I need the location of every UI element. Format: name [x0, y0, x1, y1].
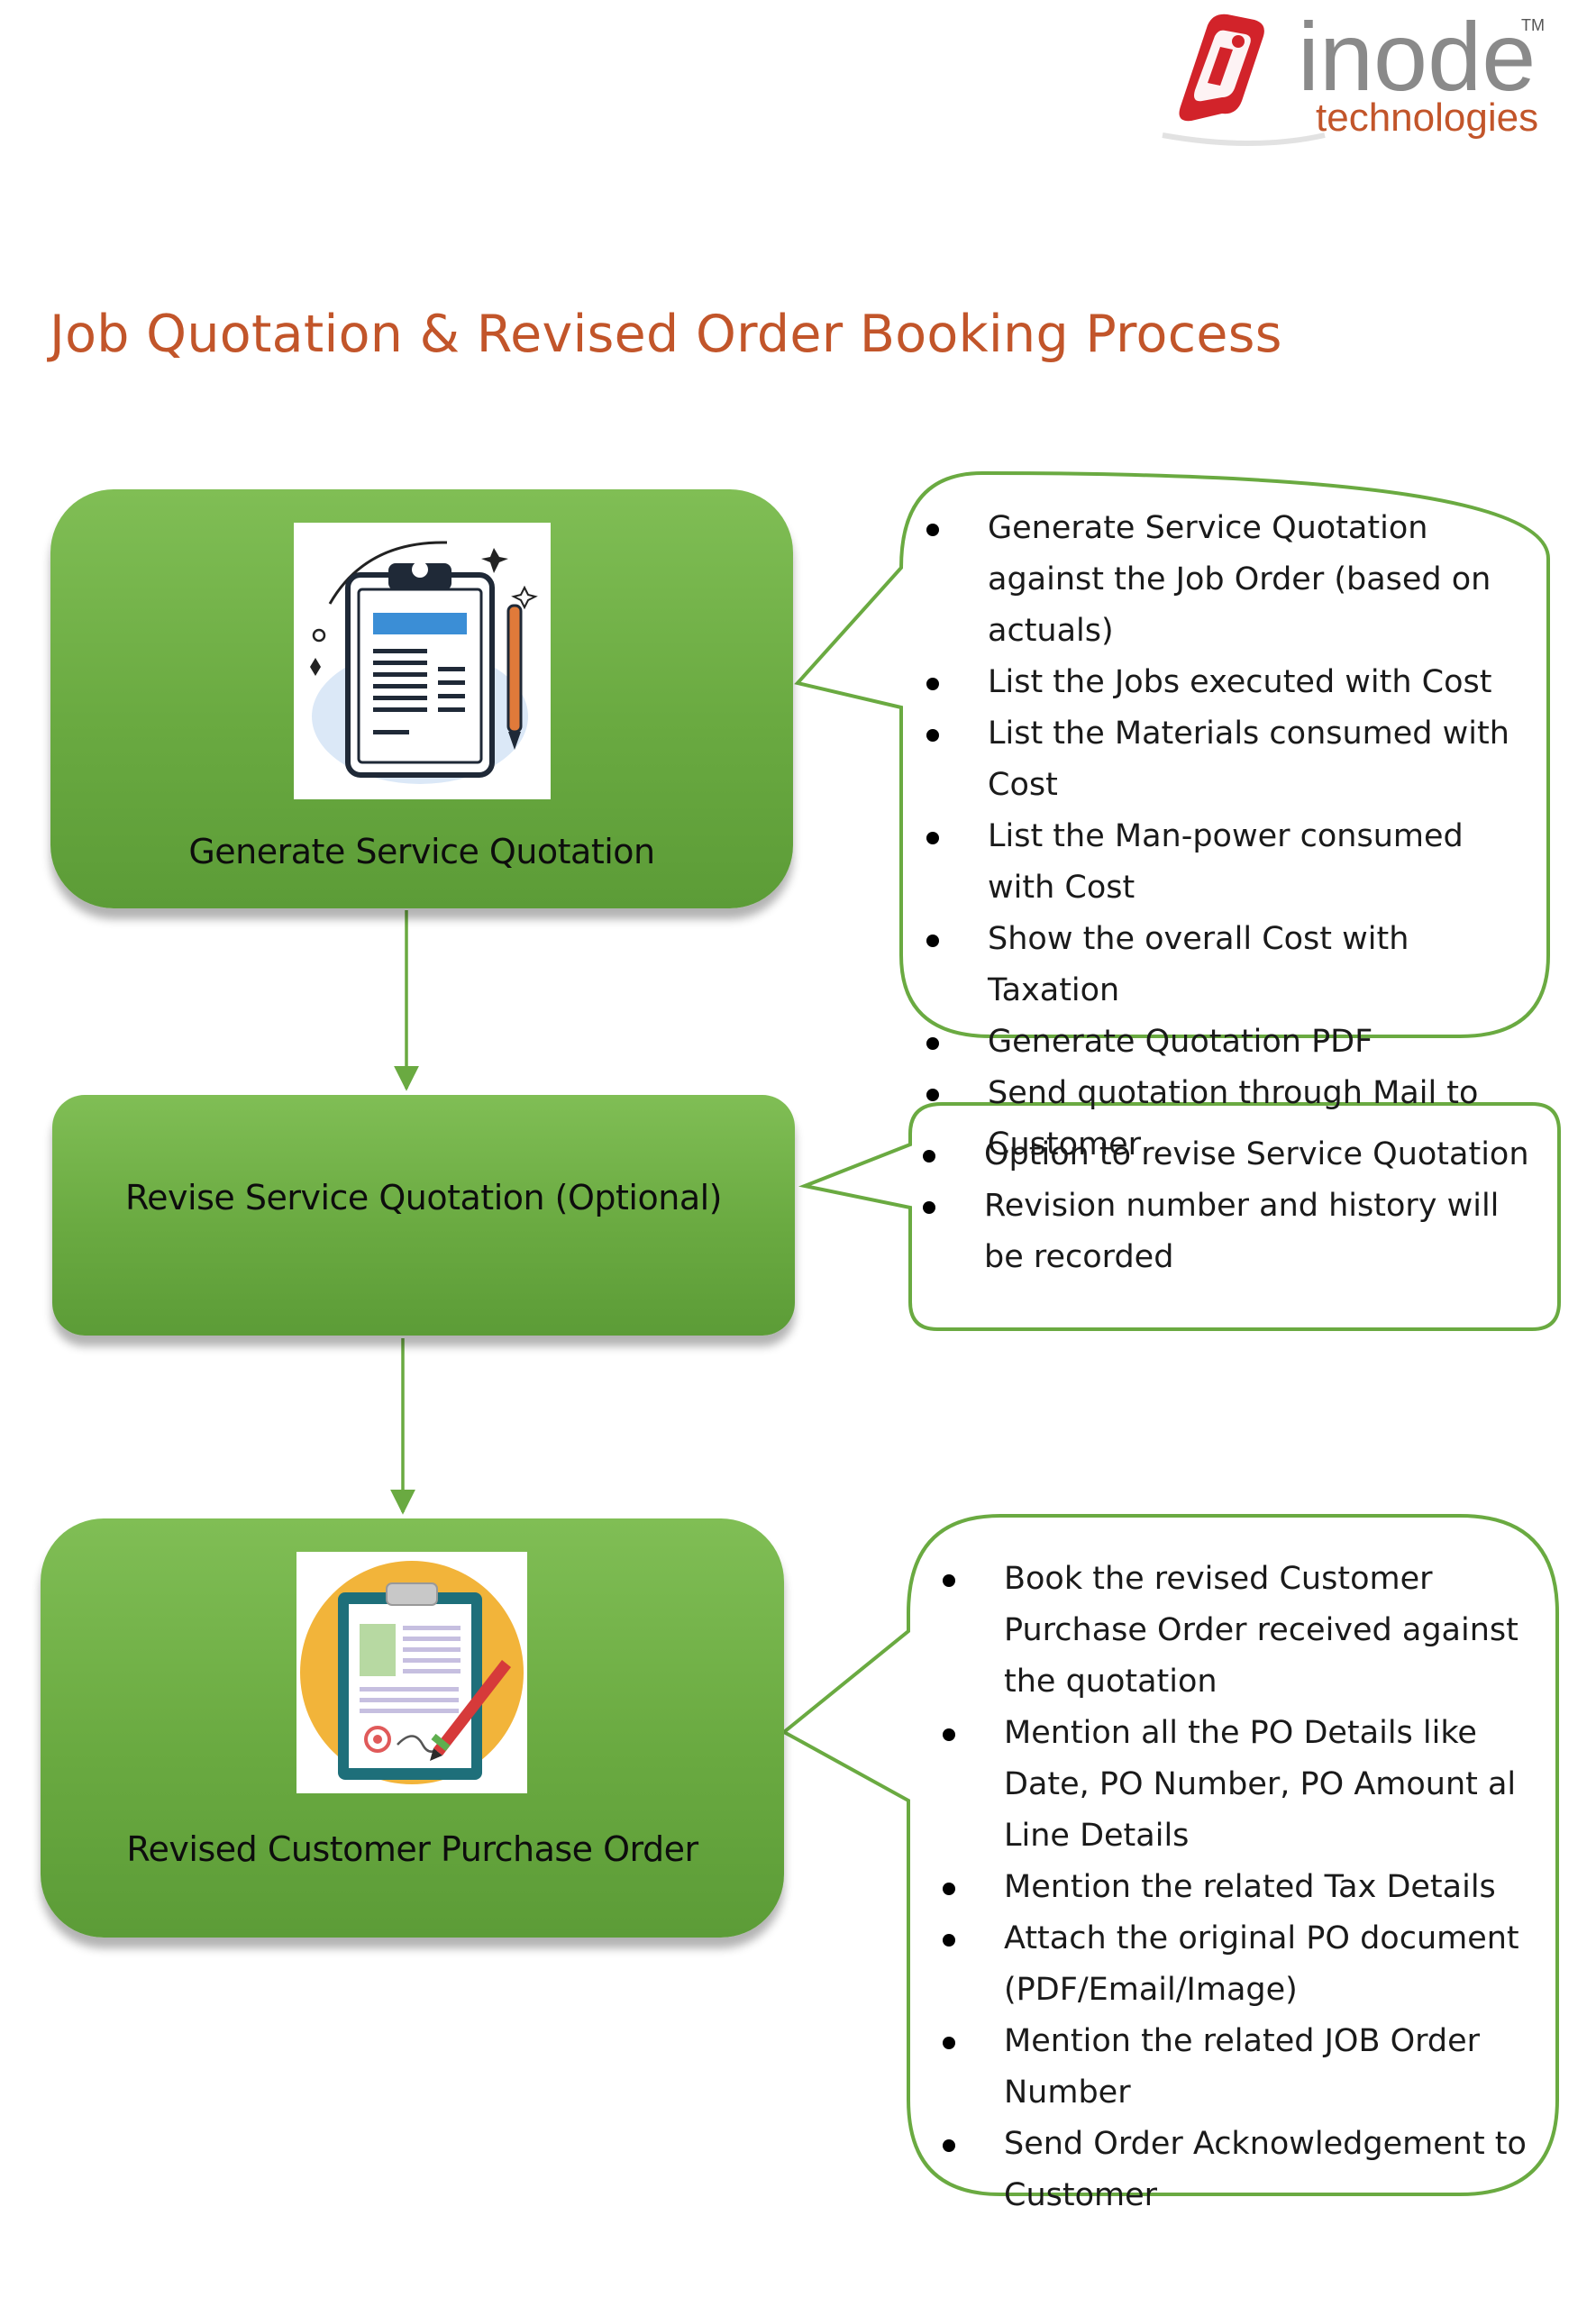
list-item: Send Order Acknowledgement to Customer	[943, 2119, 1555, 2221]
step-label: Generate Service Quotation	[188, 832, 655, 871]
brand-mark-icon	[1162, 14, 1326, 146]
list-item: List the Jobs executed with Cost	[926, 657, 1539, 708]
list-item: List the Materials consumed with Cost	[926, 708, 1539, 811]
brand-name: inode	[1298, 2, 1536, 111]
list-item: Generate Service Quotation against the J…	[926, 503, 1539, 657]
step-revise-service-quotation: Revise Service Quotation (Optional)	[52, 1095, 795, 1336]
list-item: List the Man-power consumed with Cost	[926, 811, 1539, 914]
list-item: Send quotation through Mail to Customer	[926, 1068, 1539, 1171]
brand-tagline: technologies	[1316, 96, 1538, 140]
brand-trademark: TM	[1521, 16, 1545, 34]
list-item: Attach the original PO document (PDF/Ema…	[943, 1913, 1555, 2016]
step-revised-customer-purchase-order: Revised Customer Purchase Order	[41, 1518, 784, 1938]
list-item: Mention the related JOB Order Number	[943, 2016, 1555, 2119]
list-item: Mention all the PO Details like Date, PO…	[943, 1708, 1555, 1862]
callout-details-1: Generate Service Quotation against the J…	[926, 503, 1539, 1171]
callout-details-2: Option to revise Service Quotation Revis…	[923, 1129, 1545, 1283]
callout-outline-2	[798, 1102, 1561, 1331]
list-item: Show the overall Cost with Taxation	[926, 914, 1539, 1017]
callout-details-3: Book the revised Customer Purchase Order…	[943, 1554, 1555, 2221]
inode-technologies-logo: inode TM technologies	[1162, 2, 1545, 146]
step-label: Revise Service Quotation (Optional)	[124, 1178, 723, 1217]
step-generate-service-quotation: Generate Service Quotation	[50, 489, 793, 908]
callout-outline-3	[780, 1514, 1559, 2196]
list-item: Generate Quotation PDF	[926, 1017, 1539, 1068]
page-title: Job Quotation & Revised Order Booking Pr…	[50, 305, 1282, 364]
list-item: Book the revised Customer Purchase Order…	[943, 1554, 1555, 1708]
list-item: Mention the related Tax Details	[943, 1862, 1555, 1913]
signed-purchase-order-icon	[296, 1552, 527, 1793]
callout-outline-1	[794, 470, 1550, 1038]
step-label: Revised Customer Purchase Order	[126, 1829, 698, 1869]
list-item: Option to revise Service Quotation	[923, 1129, 1545, 1181]
clipboard-document-icon	[294, 523, 551, 799]
list-item: Revision number and history will be reco…	[923, 1181, 1545, 1283]
